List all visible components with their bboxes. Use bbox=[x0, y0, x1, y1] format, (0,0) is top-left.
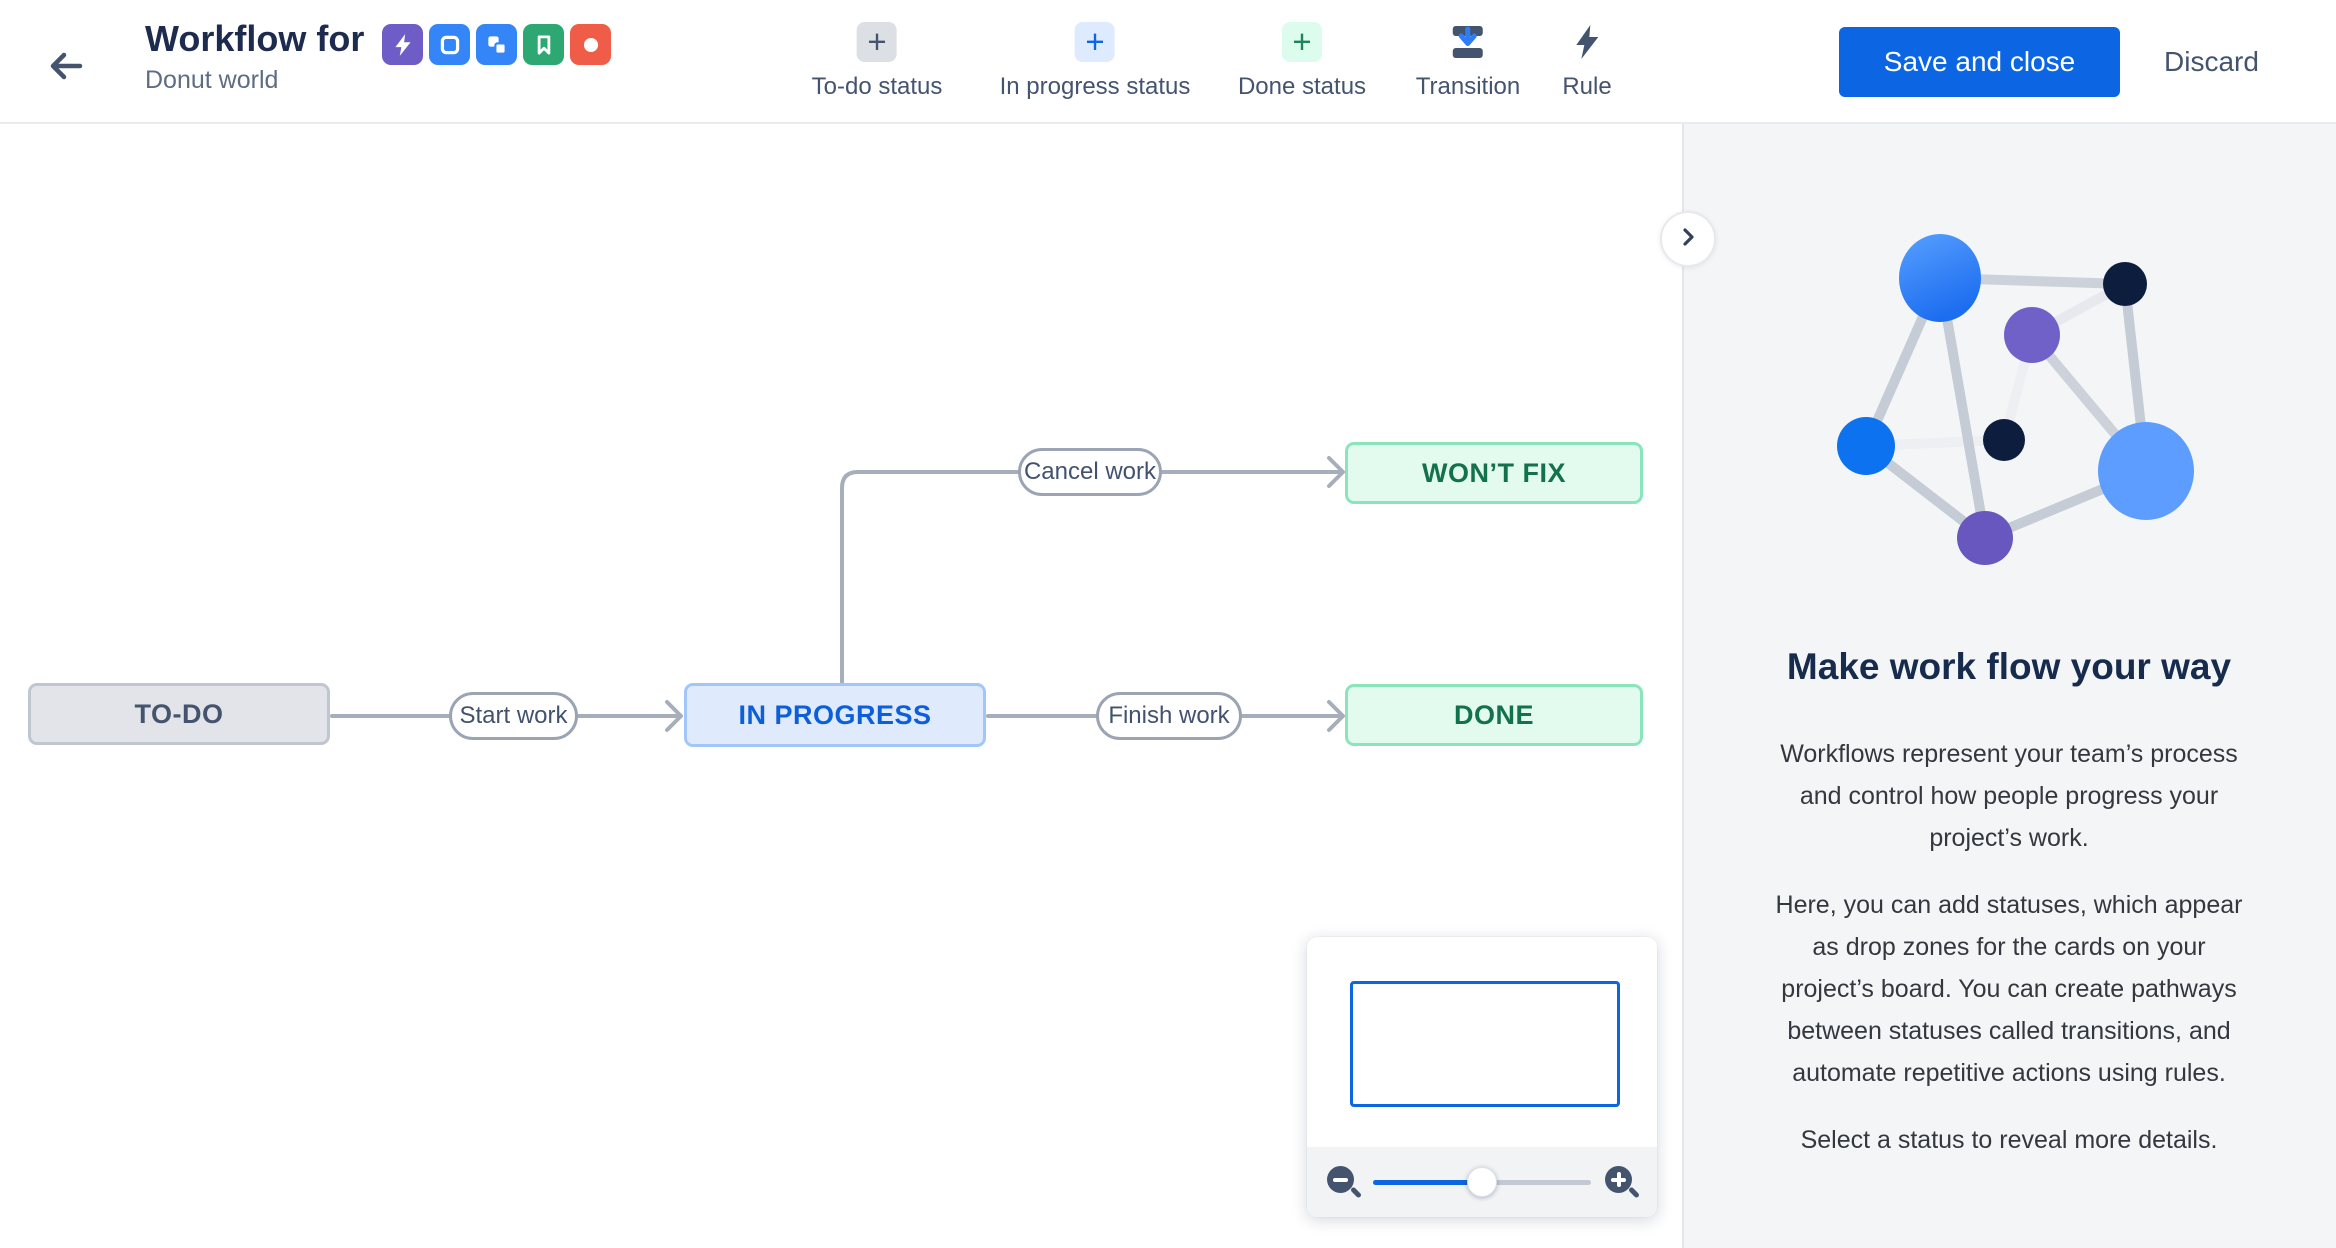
panel-body: Workflows represent your team’s process … bbox=[1770, 733, 2248, 1186]
subtasks-icon bbox=[476, 24, 517, 65]
panel-heading: Make work flow your way bbox=[1786, 646, 2232, 687]
collapse-panel-button[interactable] bbox=[1660, 211, 1716, 267]
toolbar-label: Done status bbox=[1237, 73, 1367, 100]
discard-button[interactable]: Discard bbox=[2164, 46, 2259, 77]
node-big-blue bbox=[1899, 234, 1981, 322]
square-icon bbox=[429, 24, 470, 65]
plus-icon: + bbox=[1281, 22, 1322, 62]
add-rule-button[interactable]: Rule bbox=[1562, 22, 1612, 101]
help-panel bbox=[1682, 122, 2336, 1248]
add-todo-status-button[interactable]: + To-do status bbox=[811, 22, 943, 101]
node-purple-bottom bbox=[1957, 511, 2013, 565]
page-title: Workflow for bbox=[145, 18, 365, 59]
node-purple bbox=[2004, 307, 2060, 363]
circle-icon bbox=[570, 24, 611, 65]
plus-icon: + bbox=[1074, 22, 1115, 62]
network-graph-illustration bbox=[1837, 234, 2194, 565]
minimap-viewport[interactable] bbox=[1350, 981, 1620, 1107]
project-name: Donut world bbox=[145, 66, 279, 94]
node-navy-small bbox=[2103, 262, 2147, 306]
back-button[interactable] bbox=[38, 40, 94, 96]
plus-icon: + bbox=[856, 22, 897, 62]
project-issue-type-icons bbox=[382, 24, 611, 65]
bolt-icon bbox=[382, 24, 423, 65]
panel-paragraph: Workflows represent your team’s process … bbox=[1780, 740, 2238, 852]
chevron-right-icon bbox=[1660, 209, 1716, 270]
status-node-in-progress[interactable]: IN PROGRESS bbox=[684, 683, 986, 747]
add-transition-button[interactable]: Transition bbox=[1416, 22, 1520, 101]
node-light-blue bbox=[2098, 422, 2194, 520]
panel-paragraph: Select a status to reveal more details. bbox=[1800, 1126, 2218, 1154]
magnifier-plus-icon bbox=[1605, 1166, 1632, 1193]
toolbar-label: To-do status bbox=[811, 73, 943, 100]
add-done-status-button[interactable]: + Done status bbox=[1238, 22, 1366, 101]
transition-icon bbox=[1448, 22, 1488, 62]
zoom-slider-thumb[interactable] bbox=[1467, 1167, 1497, 1197]
status-node-todo[interactable]: TO-DO bbox=[28, 683, 330, 745]
magnifier-minus-icon bbox=[1327, 1166, 1354, 1193]
panel-paragraph: Here, you can add statuses, which appear… bbox=[1775, 891, 2243, 1087]
editor-header: Workflow for Donut world + To-do status … bbox=[0, 0, 2336, 124]
zoom-slider-fill bbox=[1373, 1180, 1482, 1185]
magnifier-handle bbox=[1349, 1186, 1363, 1199]
node-navy-center bbox=[1983, 419, 2025, 461]
zoom-in-button[interactable] bbox=[1603, 1164, 1641, 1200]
status-node-done[interactable]: DONE bbox=[1345, 684, 1643, 746]
transition-pill-cancel-work[interactable]: Cancel work bbox=[1018, 448, 1162, 496]
toolbar-label: Transition bbox=[1415, 73, 1521, 100]
magnifier-handle bbox=[1627, 1186, 1641, 1199]
save-and-close-button[interactable]: Save and close bbox=[1839, 27, 2120, 97]
toolbar-label: Rule bbox=[1562, 73, 1612, 100]
zoom-out-button[interactable] bbox=[1325, 1164, 1363, 1200]
transition-pill-start-work[interactable]: Start work bbox=[449, 692, 578, 740]
lightning-icon bbox=[1567, 22, 1607, 62]
zoom-slider[interactable] bbox=[1373, 1164, 1591, 1200]
minimap-zoom-bar bbox=[1307, 1147, 1657, 1217]
add-in-progress-status-button[interactable]: + In progress status bbox=[999, 22, 1191, 101]
bookmark-icon bbox=[523, 24, 564, 65]
status-node-wont-fix[interactable]: WON’T FIX bbox=[1345, 442, 1643, 504]
node-blue bbox=[1837, 417, 1895, 475]
transition-pill-finish-work[interactable]: Finish work bbox=[1096, 692, 1242, 740]
toolbar-label: In progress status bbox=[999, 73, 1191, 100]
arrow-left-icon bbox=[44, 44, 88, 93]
minimap bbox=[1307, 937, 1657, 1217]
